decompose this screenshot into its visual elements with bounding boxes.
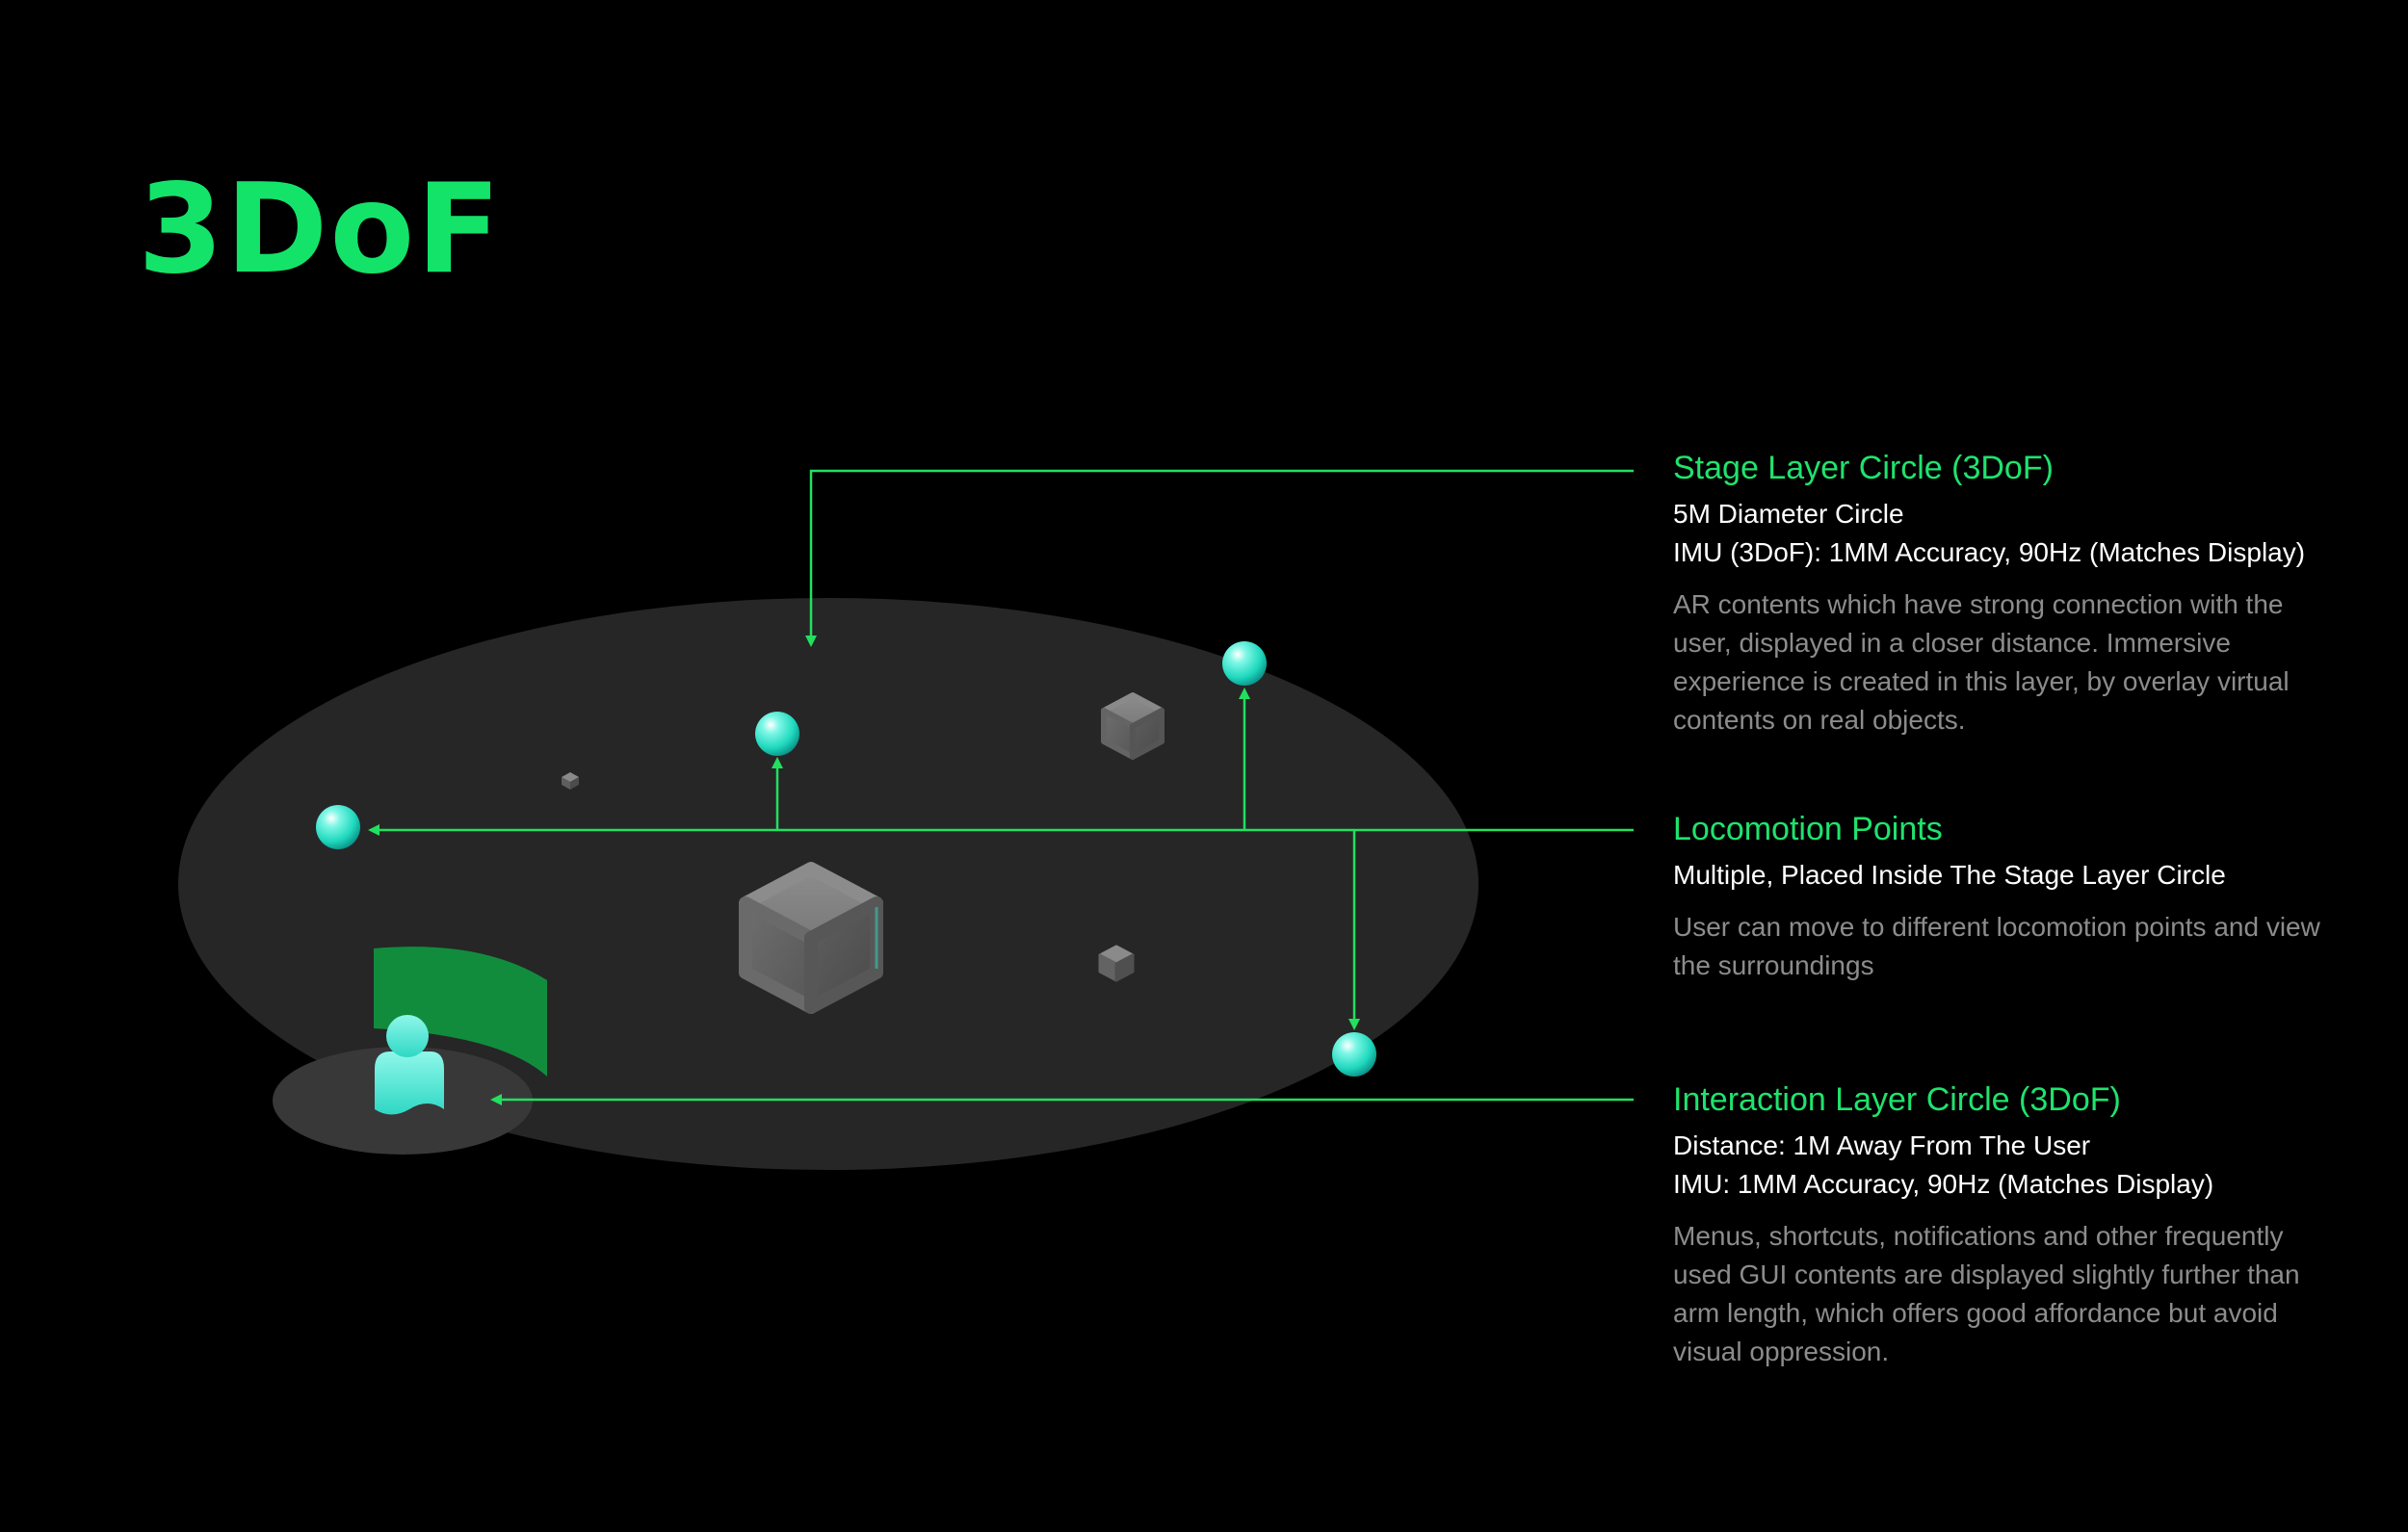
section-spec: Multiple, Placed Inside The Stage Layer …: [1673, 860, 2226, 890]
interaction-layer-section: Interaction Layer Circle (3DoF) Distance…: [1673, 1078, 2386, 1371]
section-spec: IMU (3DoF): 1MM Accuracy, 90Hz (Matches …: [1673, 537, 2306, 567]
locomotion-section: Locomotion Points Multiple, Placed Insid…: [1673, 808, 2386, 985]
large-cube: [739, 862, 883, 1014]
stage-layer-connector: [805, 469, 1634, 647]
section-description: User can move to different locomotion po…: [1673, 912, 2320, 980]
section-heading: Stage Layer Circle (3DoF): [1673, 450, 2054, 486]
section-heading: Locomotion Points: [1673, 811, 1943, 847]
locomotion-point: [1222, 641, 1267, 686]
locomotion-connector: [368, 688, 1634, 1030]
locomotion-point: [1332, 1032, 1376, 1077]
stage-layer-section: Stage Layer Circle (3DoF) 5M Diameter Ci…: [1673, 447, 2386, 740]
user-icon: [375, 1015, 444, 1115]
small-cube-far-left: [562, 772, 579, 790]
section-heading: Interaction Layer Circle (3DoF): [1673, 1081, 2121, 1118]
section-spec: IMU: 1MM Accuracy, 90Hz (Matches Display…: [1673, 1169, 2214, 1199]
small-cube-front: [1098, 945, 1135, 982]
section-spec: 5M Diameter Circle: [1673, 499, 1904, 529]
medium-cube-back: [1101, 692, 1165, 760]
section-description: AR contents which have strong connection…: [1673, 589, 2290, 735]
locomotion-point: [316, 805, 360, 849]
locomotion-point: [755, 712, 799, 756]
section-spec: Distance: 1M Away From The User: [1673, 1130, 2091, 1160]
page-title: 3DoF: [138, 158, 503, 301]
section-description: Menus, shortcuts, notifications and othe…: [1673, 1221, 2300, 1366]
interaction-gui-panel: [374, 947, 547, 1077]
